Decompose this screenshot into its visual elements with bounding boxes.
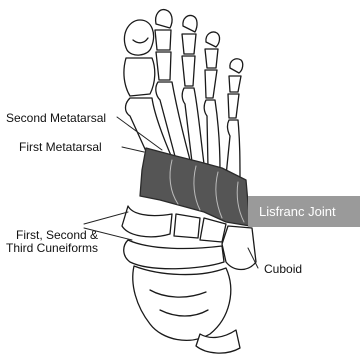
cuboid-bone [222, 226, 256, 270]
label-cuneiforms-line-2: Third Cuneiforms [6, 242, 98, 255]
fourth-toe-phalanges [205, 32, 220, 98]
fifth-toe-phalanges [228, 59, 243, 118]
third-toe-phalanges [182, 15, 197, 86]
second-toe-phalanges [155, 10, 172, 80]
navicular-bone [124, 240, 224, 269]
label-cuboid: Cuboid [264, 263, 302, 276]
lisfranc-joint-callout: Lisfranc Joint [248, 196, 360, 227]
label-cuneiforms: First, Second & Third Cuneiforms [6, 229, 98, 255]
hindfoot-bones [133, 266, 240, 353]
great-toe-phalanges [124, 20, 155, 96]
label-second-metatarsal: Second Metatarsal [6, 112, 106, 125]
label-first-metatarsal: First Metatarsal [19, 141, 102, 154]
